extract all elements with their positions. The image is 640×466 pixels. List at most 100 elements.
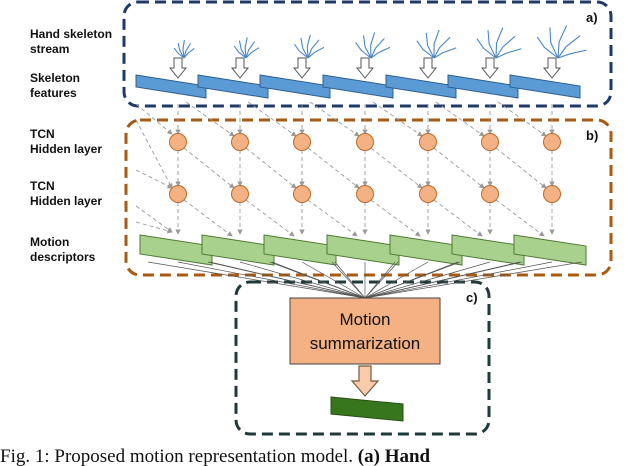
converging-line <box>364 261 553 299</box>
skeleton-finger <box>362 35 372 59</box>
skeleton-finger <box>549 27 559 59</box>
panel-c-border <box>234 280 491 436</box>
label-tcn1-2: Hidden layer <box>30 142 102 156</box>
tcn-edge-diagonal <box>433 199 483 237</box>
motion-descriptor-bar <box>201 234 275 266</box>
skeleton-finger <box>370 37 385 59</box>
tcn-node-layer1 <box>419 133 437 151</box>
converging-line <box>364 261 523 299</box>
skeleton-finger <box>557 25 568 59</box>
tcn-edge-diagonal <box>495 199 545 237</box>
label-tcn2-1: TCN <box>30 179 55 193</box>
converging-line <box>364 261 399 299</box>
tcn-edge-diagonal <box>183 199 233 237</box>
hand-skeleton-frame <box>233 37 260 59</box>
tcn-node-layer1 <box>293 133 311 151</box>
skeleton-finger <box>182 39 185 59</box>
skeleton-finger <box>307 46 325 59</box>
tcn-edge-diagonal <box>185 101 235 137</box>
label-features-1: Skeleton <box>30 71 80 85</box>
tcn-node-layer2 <box>231 185 249 203</box>
skeleton-finger <box>433 36 451 59</box>
label-hand-skeleton-1: Hand skeleton <box>30 27 112 41</box>
hand-skeleton-frame <box>355 32 391 59</box>
converging-line <box>271 261 366 299</box>
skeleton-feature-bar <box>447 74 519 99</box>
tcn-edge-diagonal <box>370 147 423 189</box>
skeleton-finger <box>557 49 587 59</box>
tcn-node-layer2 <box>481 185 499 203</box>
tcn-node-layer2 <box>356 185 374 203</box>
converging-line <box>177 261 366 299</box>
skeleton-finger <box>183 43 192 59</box>
summary-line-2: summarization <box>310 334 421 353</box>
hand-skeleton-frames <box>173 25 587 59</box>
skeleton-feature-bars <box>135 74 581 99</box>
tcn-node-layer1 <box>481 133 499 151</box>
converging-line <box>331 261 366 299</box>
tcn-edge-diagonal <box>245 147 297 189</box>
frame-arrow <box>480 57 500 79</box>
converging-line <box>147 261 366 299</box>
skeleton-finger <box>370 32 376 59</box>
converging-line <box>209 261 366 299</box>
tcn-edge-diagonal <box>307 199 358 237</box>
skeleton-finger <box>557 35 581 59</box>
tcn-edge-diagonal <box>309 101 360 137</box>
panel-b-label: b) <box>586 128 598 143</box>
caption-bold: (a) Hand <box>357 446 431 466</box>
tcn-node-layer2 <box>169 185 187 203</box>
skeleton-finger <box>495 27 504 59</box>
label-tcn1-1: TCN <box>30 127 55 141</box>
motion-descriptor-bar <box>451 234 525 266</box>
skeleton-finger <box>433 47 457 59</box>
skeleton-finger <box>487 30 497 59</box>
tcn-edge-diagonal <box>370 199 421 237</box>
frame-arrow <box>230 57 250 79</box>
output-arrow <box>350 365 380 397</box>
converging-line <box>301 261 366 299</box>
tcn-edge-left <box>135 103 173 135</box>
motion-descriptor-bars <box>139 234 587 266</box>
tcn-edge-diagonal <box>435 101 485 137</box>
tcn-node-layer2 <box>419 185 437 203</box>
motion-descriptor-bar <box>326 234 400 266</box>
skeleton-finger <box>233 45 247 59</box>
skeleton-feature-bar <box>197 74 269 99</box>
skeleton-finger <box>476 38 497 59</box>
skeleton-finger <box>294 44 309 59</box>
converging-line <box>364 261 491 299</box>
skeleton-feature-bar <box>509 74 581 99</box>
frame-arrow <box>418 57 438 79</box>
tcn-node-layer1 <box>543 133 561 151</box>
tcn-edge-diagonal <box>433 147 485 189</box>
tcn-edge-diagonal <box>497 101 547 137</box>
panel-b-border <box>124 118 613 277</box>
skeleton-finger <box>307 39 320 59</box>
motion-descriptor-bar <box>139 234 213 266</box>
hand-skeleton-frame <box>294 34 325 59</box>
converging-line <box>364 261 461 299</box>
label-motion-1: Motion <box>30 235 69 249</box>
skeleton-finger <box>244 37 248 59</box>
tcn-connections <box>135 101 555 237</box>
skeleton-finger <box>433 29 440 59</box>
label-hand-skeleton-2: stream <box>30 42 69 56</box>
hand-skeleton-frame <box>416 29 457 59</box>
frame-arrow <box>542 57 562 79</box>
tcn-node-layer1 <box>356 133 374 151</box>
skeleton-finger <box>173 47 185 59</box>
tcn-edge-diagonal <box>495 147 547 189</box>
motion-descriptor-bar <box>513 234 587 266</box>
skeleton-feature-bar <box>385 74 457 99</box>
tcn-edge-diagonal <box>183 147 235 189</box>
frame-arrow <box>168 57 188 79</box>
frame-to-feature-arrows <box>168 57 562 79</box>
skeleton-finger <box>355 42 372 59</box>
skeleton-finger <box>245 41 256 59</box>
skeleton-finger <box>416 40 435 59</box>
tcn-edge-left <box>135 169 173 189</box>
tcn-edge-left <box>135 119 173 189</box>
frame-arrow <box>355 57 375 79</box>
panel-c-label: c) <box>466 290 478 305</box>
